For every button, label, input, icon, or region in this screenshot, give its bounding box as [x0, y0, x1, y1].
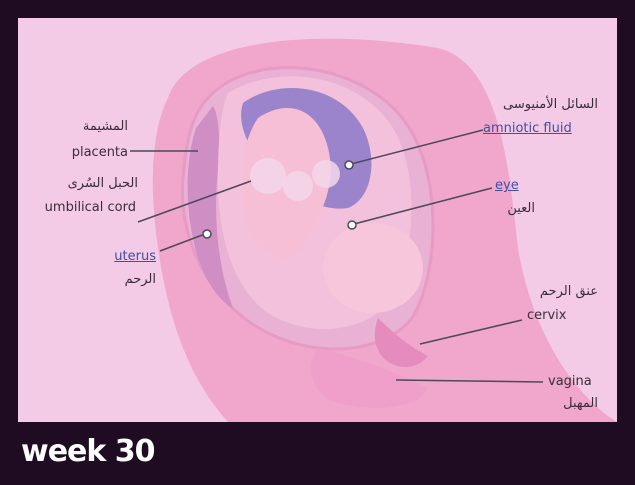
pregnancy-illustration [130, 38, 617, 422]
amniotic-fluid-link[interactable]: amniotic fluid [483, 121, 572, 136]
vagina [310, 348, 428, 408]
week-caption: week 30 [21, 434, 156, 469]
vagina-label-en: vagina [548, 374, 592, 389]
fetus-head [323, 223, 423, 313]
placenta-label-en: placenta [71, 145, 128, 160]
umbilical-cord-label-en: umbilical cord [44, 200, 136, 215]
eye-label-ar: العين [507, 201, 535, 216]
umbilical-cord-label-ar: الحبل السُرى [67, 176, 138, 191]
amniotic-fluid-label-ar: السائل الأمنيوسى [502, 97, 598, 112]
uterus-link[interactable]: uterus [114, 249, 156, 264]
uterus-label-ar: الرحم [124, 272, 156, 287]
vagina-label-ar: المهبل [563, 396, 598, 411]
cervix [374, 318, 428, 368]
placenta [187, 106, 233, 308]
diagram-canvas: المشيمة placenta الحبل السُرى umbilical … [18, 18, 617, 422]
cervix-label-en: cervix [527, 308, 567, 323]
cervix-label-ar: عنق الرحم [539, 284, 598, 299]
eye-link[interactable]: eye [495, 178, 519, 193]
placenta-label-ar: المشيمة [82, 119, 128, 134]
